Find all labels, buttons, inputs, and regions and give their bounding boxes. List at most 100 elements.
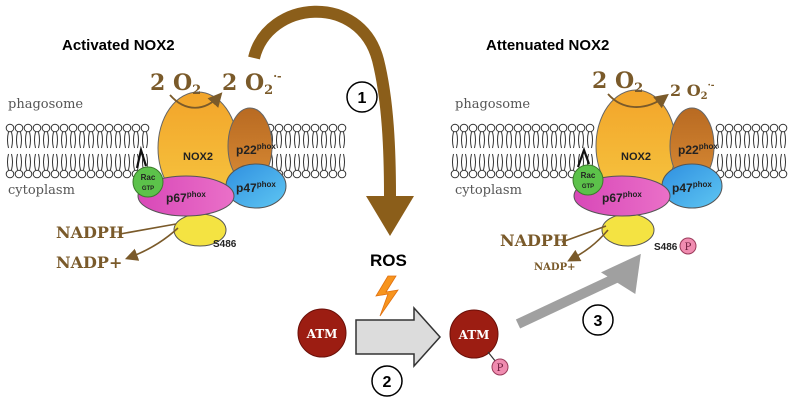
lipid-tail (330, 131, 336, 149)
lipid-tail (25, 153, 31, 171)
lipid-tail (52, 131, 58, 149)
atm-activation-arrow (355, 306, 442, 368)
lipid-tail (735, 131, 741, 149)
phagosome-label-right: phagosome (455, 97, 530, 112)
rac-gtp-subunit-left (132, 166, 164, 198)
p67phox-label-right: p67phox (602, 190, 642, 205)
lipid-tail (142, 131, 148, 149)
lipid-head (468, 169, 478, 179)
lipid-tail (542, 153, 548, 171)
atm-phospho-label: P (497, 363, 504, 374)
lipid-tail (735, 153, 741, 171)
lipid-anchor-left (135, 145, 148, 169)
activated-title: Activated NOX2 (62, 37, 175, 54)
lipid-tail (479, 153, 485, 171)
lipid-tail (506, 153, 512, 171)
lipid-head (769, 123, 779, 133)
step-2-marker: 2 (371, 365, 403, 397)
lipid-head (77, 123, 87, 133)
lipid-head (504, 169, 514, 179)
lipid-head (68, 123, 78, 133)
nadph-label-right: NADPH (500, 231, 568, 250)
lipid-head (477, 169, 487, 179)
lipid-tail (533, 131, 539, 149)
lipid-tail (115, 131, 121, 149)
lipid-tail (124, 153, 130, 171)
lipid-tail (533, 153, 539, 171)
lipid-tail (461, 153, 467, 171)
lipid-head (50, 169, 60, 179)
lipid-head (486, 169, 496, 179)
lipid-tail (524, 131, 530, 149)
lipid-tail (339, 153, 345, 171)
lipid-head (760, 169, 770, 179)
lipid-head (86, 169, 96, 179)
lipid-head (724, 123, 734, 133)
lipid-tail (7, 131, 13, 149)
lipid-tail (771, 131, 777, 149)
lipid-tail (25, 131, 31, 149)
lipid-head (504, 123, 514, 133)
lipid-tail (762, 153, 768, 171)
lipid-head (77, 169, 87, 179)
lipid-head (576, 123, 586, 133)
lipid-tail (16, 131, 22, 149)
lipid-head (531, 123, 541, 133)
nadph-line-right (561, 225, 607, 243)
lightning-icon (375, 275, 399, 317)
lipid-tail (294, 153, 300, 171)
lipid-tail (43, 131, 49, 149)
lipid-tail (560, 153, 566, 171)
lipid-tail (34, 131, 40, 149)
lipid-head (742, 123, 752, 133)
lipid-tail (587, 131, 593, 149)
lipid-head (513, 123, 523, 133)
lipid-tail (61, 131, 67, 149)
lipid-head (104, 123, 114, 133)
ros-release-arrow (248, 5, 414, 236)
lipid-tail (569, 153, 575, 171)
lipid-tail (124, 131, 130, 149)
lipid-tail (479, 131, 485, 149)
lipid-head (450, 123, 460, 133)
lipid-tail (542, 131, 548, 149)
lipid-tail (780, 131, 786, 149)
nadph-label-left: NADPH (56, 223, 124, 242)
lipid-head (122, 123, 132, 133)
lipid-head (549, 169, 559, 179)
attenuated-title: Attenuated NOX2 (486, 37, 609, 54)
lipid-head (122, 169, 132, 179)
lipid-head (778, 169, 788, 179)
lipid-tail (452, 131, 458, 149)
lipid-head (733, 123, 743, 133)
phosphorylation-arrow (515, 253, 641, 329)
lipid-head (459, 123, 469, 133)
lipid-tail (61, 153, 67, 171)
cytoplasm-label-left: cytoplasm (8, 183, 75, 198)
lipid-tail (88, 131, 94, 149)
lipid-head (32, 123, 42, 133)
lipid-head (41, 169, 51, 179)
lipid-head (531, 169, 541, 179)
atm-phosphorylated: ATM P (449, 309, 509, 376)
lipid-anchor-right (576, 146, 591, 168)
lipid-tail (515, 131, 521, 149)
s486-label-left: S486 (213, 239, 237, 250)
lipid-tail (461, 131, 467, 149)
lipid-head (450, 169, 460, 179)
lipid-head (549, 123, 559, 133)
lipid-tail (551, 131, 557, 149)
lipid-head (742, 169, 752, 179)
lipid-head (769, 169, 779, 179)
o2-substrate-right: 2 O2 (592, 68, 643, 96)
lipid-tail (560, 131, 566, 149)
p22phox-label-left: p22phox (236, 142, 276, 157)
lipid-tail (330, 153, 336, 171)
lipid-tail (497, 131, 503, 149)
lipid-tail (524, 153, 530, 171)
lipid-head (274, 123, 284, 133)
lipid-head (328, 169, 338, 179)
lipid-tail (726, 131, 732, 149)
lipid-tail (88, 153, 94, 171)
lipid-tail (506, 131, 512, 149)
